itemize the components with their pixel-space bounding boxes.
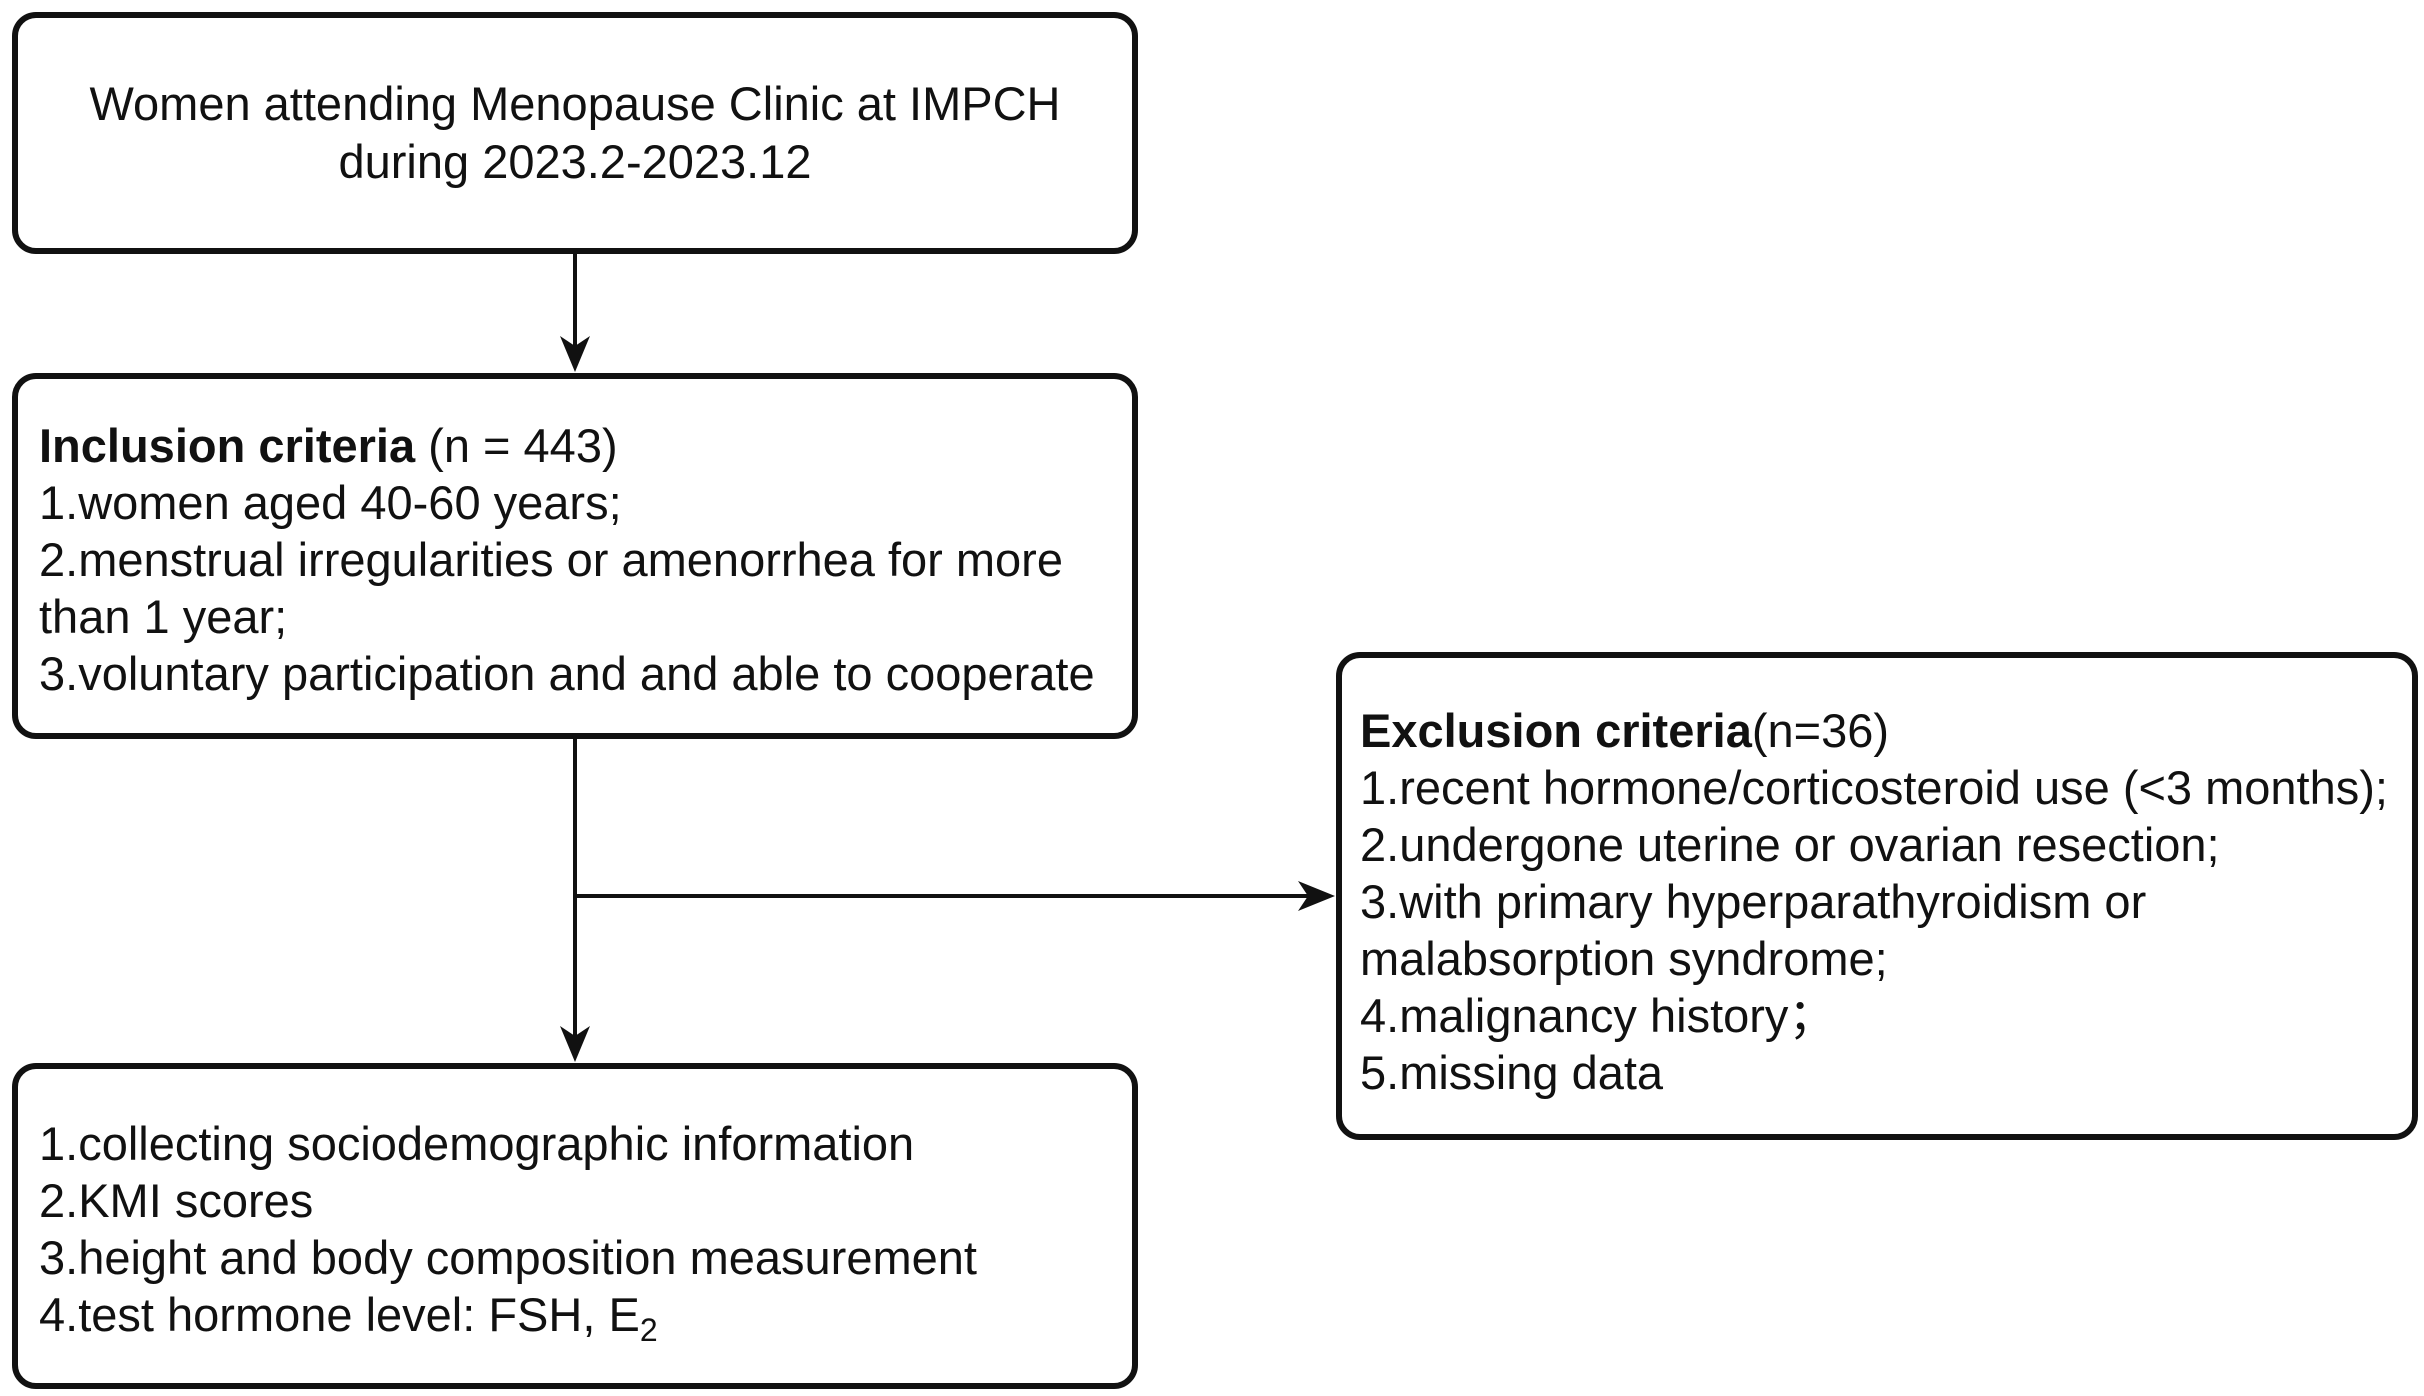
measures-item-4-text: 4.test hormone level: FSH, E	[39, 1288, 640, 1341]
exclusion-item-1: 1.recent hormone/corticosteroid use (<3 …	[1360, 761, 2388, 814]
inclusion-heading: Inclusion criteria	[39, 419, 416, 472]
inclusion-item-3: 3.voluntary participation and and able t…	[39, 647, 1095, 700]
inclusion-criteria-box: Inclusion criteria (n = 443) 1.women age…	[12, 373, 1138, 739]
exclusion-count: (n=36)	[1751, 704, 1890, 757]
source-population-box: Women attending Menopause Clinic at IMPC…	[12, 12, 1138, 254]
inclusion-item-2: 2.menstrual irregularities or amenorrhea…	[39, 533, 1063, 586]
exclusion-item-4: 4.malignancy history；	[1360, 989, 1836, 1042]
measures-item-1: 1.collecting sociodemographic informatio…	[39, 1117, 915, 1170]
inclusion-count: (n = 443)	[415, 419, 618, 472]
source-line-1: Women attending Menopause Clinic at IMPC…	[89, 77, 1061, 130]
inclusion-item-2-cont: than 1 year;	[39, 590, 288, 643]
measures-item-4: 4.test hormone level: FSH, E2	[39, 1286, 1132, 1346]
exclusion-item-3-cont: malabsorption syndrome;	[1360, 932, 1888, 985]
exclusion-item-3: 3.with primary hyperparathyroidism or	[1360, 875, 2147, 928]
exclusion-criteria-box: Exclusion criteria(n=36) 1.recent hormon…	[1336, 652, 2418, 1140]
exclusion-heading: Exclusion criteria	[1360, 704, 1752, 757]
inclusion-item-1: 1.women aged 40-60 years;	[39, 476, 622, 529]
inclusion-heading-line: Inclusion criteria (n = 443)	[39, 417, 1132, 474]
arrowhead-branch-to-exclusion	[1298, 881, 1335, 911]
source-line-2: during 2023.2-2023.12	[338, 135, 812, 188]
exclusion-item-2: 2.undergone uterine or ovarian resection…	[1360, 818, 2220, 871]
arrowhead-inclusion-to-measures	[560, 1026, 590, 1062]
exclusion-heading-line: Exclusion criteria(n=36)	[1360, 702, 2412, 759]
exclusion-item-5: 5.missing data	[1360, 1046, 1664, 1099]
measurements-box: 1.collecting sociodemographic informatio…	[12, 1063, 1138, 1389]
measures-item-3: 3.height and body composition measuremen…	[39, 1231, 977, 1284]
arrowhead-source-to-inclusion	[560, 336, 590, 372]
measures-item-2: 2.KMI scores	[39, 1174, 314, 1227]
estradiol-subscript: 2	[639, 1312, 658, 1348]
